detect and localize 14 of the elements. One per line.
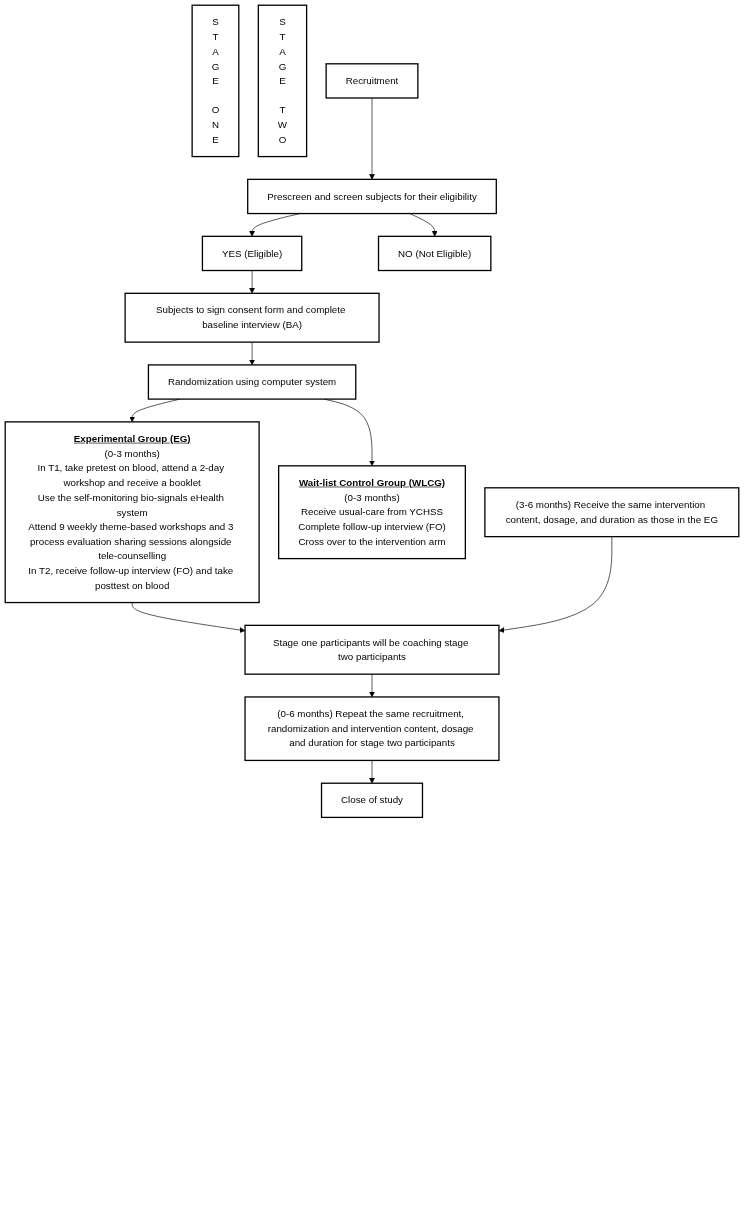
- node-box: (0-6 months) Repeat the same recruitment, randomization and intervention content, dosage and duration for stage two participants: [244, 696, 500, 762]
- node-box: Randomization using computer system: [147, 364, 357, 400]
- node-box: Experimental Group (EG) (0-3 months) In T1, take pretest on blood, attend a 2-day workshop and receive a booklet Use the self-monitoring bio-signals eHealth system Attend 9 weekly theme-based workshops and 3 process evaluation sharing sessions alongside tele-counselling In T2, receive follow-up interview (FO) and take posttest on blood: [4, 421, 260, 604]
- node-box: NO (Not Eligible): [377, 235, 492, 272]
- node-box: Recruitment: [325, 63, 419, 99]
- node-box: Prescreen and screen subjects for their eligibility: [247, 178, 497, 215]
- node-box: Close of study: [320, 782, 424, 819]
- node-box: STAGE TWO: [257, 4, 308, 158]
- node-box: (3-6 months) Receive the same intervention content, dosage, and duration as those in the EG: [484, 487, 740, 538]
- node-box: Stage one participants will be coaching stage two participants: [244, 624, 500, 675]
- node-box: Subjects to sign consent form and complete baseline interview (BA): [124, 292, 380, 343]
- node-box: STAGE ONE: [191, 4, 240, 158]
- node-box: Wait-list Control Group (WLCG) (0-3 months) Receive usual-care from YCHSS Complete follow-up interview (FO) Cross over to the intervention arm: [278, 465, 466, 560]
- node-box: YES (Eligible): [201, 235, 303, 272]
